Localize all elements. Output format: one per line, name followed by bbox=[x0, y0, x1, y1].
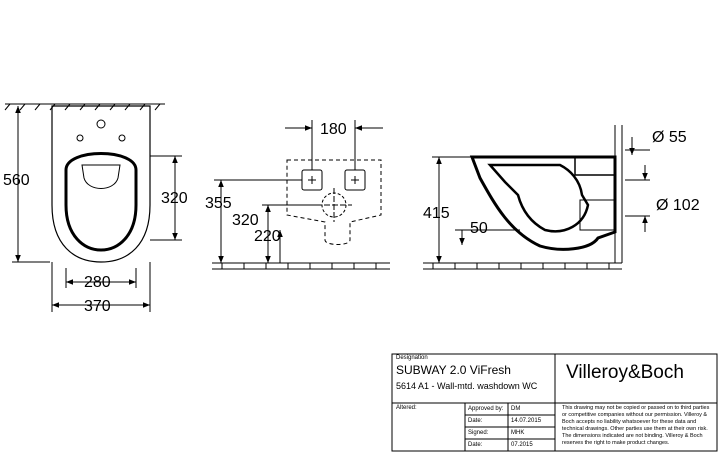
approved-by-label: Approved by: bbox=[468, 406, 504, 412]
dim-depth: 50 bbox=[470, 220, 488, 237]
dim-rim-height: 415 bbox=[423, 205, 450, 222]
date-value-1: 14.07.2015 bbox=[511, 418, 542, 424]
dim-rear-b: 320 bbox=[232, 212, 259, 229]
dim-outlet-diameter: Ø 102 bbox=[656, 197, 700, 214]
dim-seat-width: 280 bbox=[84, 274, 111, 291]
product-name: SUBWAY 2.0 ViFresh bbox=[396, 363, 511, 377]
dim-rear-a: 355 bbox=[205, 195, 232, 212]
dim-inlet-diameter: Ø 55 bbox=[652, 129, 687, 146]
rear-view bbox=[212, 120, 390, 270]
signed-label: Signed: bbox=[468, 430, 489, 436]
brand-logo: Villeroy&Boch bbox=[566, 362, 684, 383]
date-label-1: Date: bbox=[468, 418, 483, 424]
dim-rear-c: 220 bbox=[254, 228, 281, 245]
dim-front-height: 560 bbox=[3, 172, 30, 189]
dim-overall-width: 370 bbox=[84, 298, 111, 315]
product-code: 5614 A1 - Wall-mtd. washdown WC bbox=[396, 381, 538, 391]
title-block bbox=[391, 353, 718, 452]
altered-label: Altered: bbox=[396, 405, 417, 411]
date-value-2: 07.2015 bbox=[511, 442, 533, 448]
side-view bbox=[423, 125, 650, 270]
rear-outline bbox=[286, 159, 382, 245]
front-view bbox=[4, 103, 182, 312]
approved-by-value: DM bbox=[511, 406, 521, 412]
signed-value: MHK bbox=[511, 430, 525, 436]
wc-side-outline bbox=[469, 155, 617, 251]
outlet-hole bbox=[96, 119, 106, 129]
designation-label: Designation bbox=[396, 355, 428, 361]
disclaimer-text: This drawing may not be copied or passed… bbox=[562, 405, 710, 446]
wc-front-outline bbox=[51, 105, 151, 263]
dim-front-outlet-height: 320 bbox=[161, 190, 188, 207]
dim-bolt-spacing: 180 bbox=[320, 121, 347, 138]
seat-outline bbox=[64, 152, 138, 252]
date-label-2: Date: bbox=[468, 442, 483, 448]
